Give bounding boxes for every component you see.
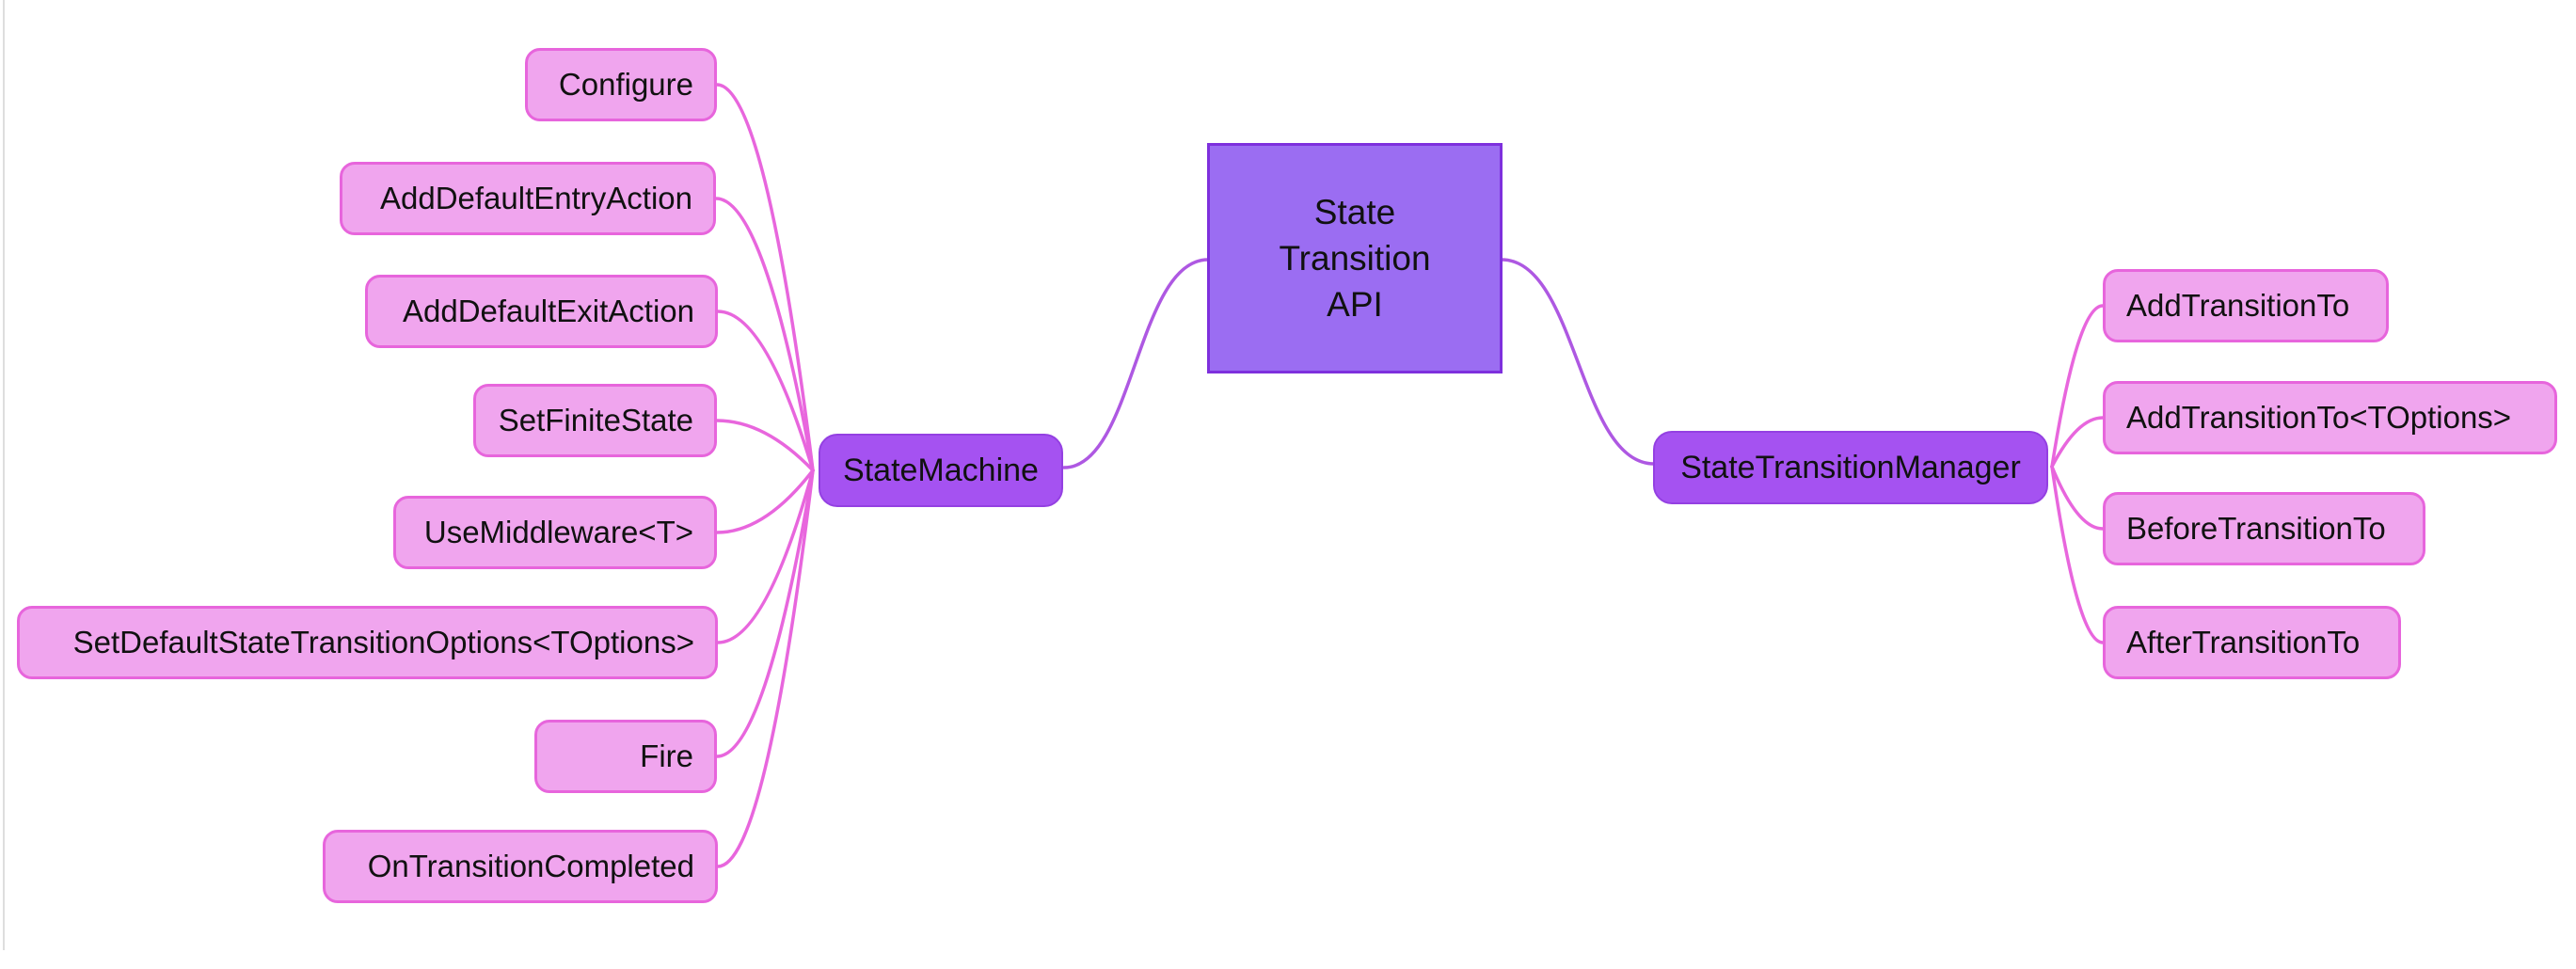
- mindmap-leaf-usemiddleware-t: UseMiddleware<T>: [393, 496, 717, 569]
- page-edge-line: [3, 0, 5, 950]
- edge-statetransitionmanager-addtransitionto: [2050, 304, 2105, 469]
- mindmap-leaf-setfinitestate: SetFiniteState: [473, 384, 717, 457]
- mindmap-leaf-adddefaultexitaction: AddDefaultExitAction: [365, 275, 718, 348]
- mindmap-leaf-addtransitionto: AddTransitionTo: [2103, 269, 2389, 342]
- edge-statemachine-adddefaultentryaction: [714, 197, 815, 472]
- mindmap-branch-statetransitionmanager: StateTransitionManager: [1653, 431, 2048, 504]
- mindmap-leaf-beforetransitionto: BeforeTransitionTo: [2103, 492, 2425, 565]
- mindmap-leaf-ontransitioncompleted: OnTransitionCompleted: [323, 830, 718, 903]
- edge-statemachine-ontransitioncompleted: [716, 469, 815, 868]
- mindmap-leaf-configure: Configure: [525, 48, 717, 121]
- mindmap-leaf-adddefaultentryaction: AddDefaultEntryAction: [340, 162, 716, 235]
- edge-statemachine-setdefaultstatetransitionoptions-toptions: [716, 469, 815, 644]
- edge-statemachine-usemiddleware-t: [715, 469, 815, 534]
- edge-statemachine-configure: [715, 83, 815, 472]
- mindmap-branch-statemachine: StateMachine: [819, 434, 1063, 507]
- edge-root-statetransitionmanager: [1500, 258, 1656, 466]
- edge-statemachine-fire: [715, 469, 815, 758]
- edge-root-statemachine: [1062, 258, 1210, 469]
- mindmap-leaf-addtransitionto-toptions: AddTransitionTo<TOptions>: [2103, 381, 2557, 454]
- edge-statemachine-adddefaultexitaction: [716, 310, 815, 472]
- mindmap-root-node: State Transition API: [1207, 143, 1503, 373]
- edge-statemachine-setfinitestate: [715, 419, 815, 472]
- mindmap-leaf-setdefaultstatetransitionoptions-toptions: SetDefaultStateTransitionOptions<TOption…: [17, 606, 718, 679]
- mindmap-leaf-aftertransitionto: AfterTransitionTo: [2103, 606, 2401, 679]
- mindmap-leaf-fire: Fire: [534, 720, 717, 793]
- edge-statetransitionmanager-aftertransitionto: [2050, 465, 2105, 644]
- edge-statetransitionmanager-beforetransitionto: [2050, 465, 2105, 531]
- edge-statetransitionmanager-addtransitionto-toptions: [2050, 416, 2105, 469]
